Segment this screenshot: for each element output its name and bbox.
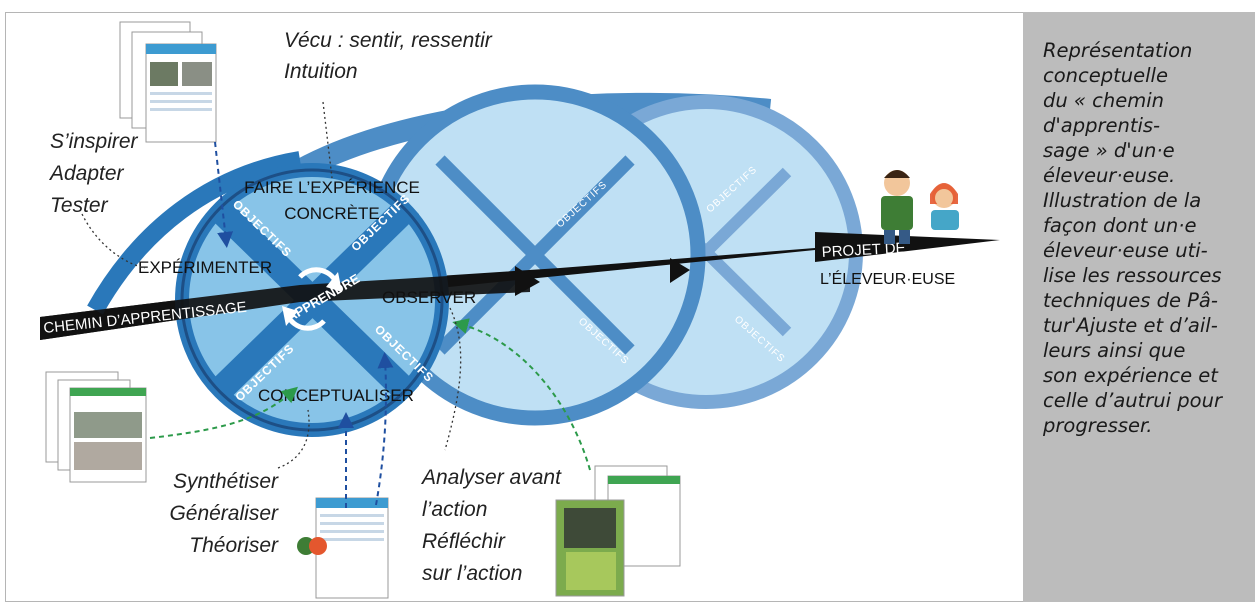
inspirer-line-1: S’inspirer	[50, 130, 139, 153]
caption-line: façon dont un·e	[1043, 214, 1197, 237]
guide-inspirer	[81, 213, 146, 269]
connector-inspirer	[214, 141, 234, 248]
arrow-chevron-1	[515, 266, 540, 296]
caption-panel: Représentation conceptuelle du « chemin …	[1023, 12, 1255, 602]
analyser-line-4: sur l’action	[422, 562, 522, 585]
caption-line: tur'Ajuste et d’ail-	[1043, 314, 1218, 337]
vecu-line-1: Vécu : sentir, ressentir	[284, 29, 493, 52]
analyser-line-1: Analyser avant	[420, 466, 562, 489]
synth-line-1: Synthétiser	[173, 470, 279, 493]
synth-line-2: Généraliser	[169, 502, 279, 525]
connector-synth	[149, 386, 299, 439]
guide-synth	[277, 409, 310, 469]
vecu-line-2: Intuition	[284, 60, 358, 83]
caption-text: Représentation conceptuelle du « chemin …	[1043, 38, 1245, 438]
connector-doc-right	[452, 318, 591, 471]
farmers-icon	[881, 170, 959, 244]
faire-label-1: FAIRE L’EXPÉRIENCE	[244, 178, 420, 197]
arrow-chevron-2	[670, 258, 690, 283]
caption-line: son expérience et	[1043, 364, 1218, 387]
caption-line: du « chemin	[1043, 89, 1165, 112]
inspirer-line-2: Adapter	[48, 162, 125, 185]
learning-path-arrow-front	[40, 271, 530, 340]
projet-label-2: L’ÉLEVEUR·EUSE	[820, 269, 955, 288]
projet-label-1: PROJET DE	[821, 240, 906, 261]
faire-label-2: CONCRÈTE	[284, 204, 379, 223]
doc-stack-right	[555, 465, 681, 597]
caption-line: Illustration de la	[1043, 189, 1202, 212]
inspirer-line-3: Tester	[50, 194, 109, 217]
experimenter-label: EXPÉRIMENTER	[138, 258, 272, 277]
doc-stack-bottom	[297, 497, 389, 599]
conceptualiser-label: CONCEPTUALISER	[258, 386, 414, 405]
synth-line-3: Théoriser	[189, 534, 279, 557]
caption-line: éleveur·euse.	[1043, 164, 1176, 187]
analyser-line-2: l’action	[422, 498, 487, 521]
caption-line: progresser.	[1043, 414, 1153, 437]
caption-line: lise les ressources	[1043, 264, 1222, 287]
caption-line: celle d’autrui pour	[1043, 389, 1222, 412]
caption-line: d'apprentis-	[1043, 114, 1161, 137]
caption-line: Représentation	[1043, 39, 1193, 62]
cycle-icon	[282, 267, 342, 331]
caption-line: leurs ainsi que	[1043, 339, 1186, 362]
caption-line: éleveur·euse uti-	[1043, 239, 1208, 262]
loop-entry	[87, 151, 302, 315]
analyser-line-3: Réfléchir	[422, 530, 506, 553]
learning-path-diagram: OBJECTIFS OBJECTIFS OBJECTIFS OBJECTIFS …	[40, 21, 1000, 599]
caption-line: techniques de Pâ-	[1043, 289, 1218, 312]
doc-stack-top	[119, 21, 217, 143]
caption-line: conceptuelle	[1043, 64, 1168, 87]
observer-label: OBSERVER	[382, 288, 476, 307]
guide-observer	[444, 307, 462, 451]
connector-doc-bottom-2	[375, 352, 394, 506]
doc-stack-left	[45, 371, 147, 483]
caption-line: sage » d'un·e	[1043, 139, 1175, 162]
